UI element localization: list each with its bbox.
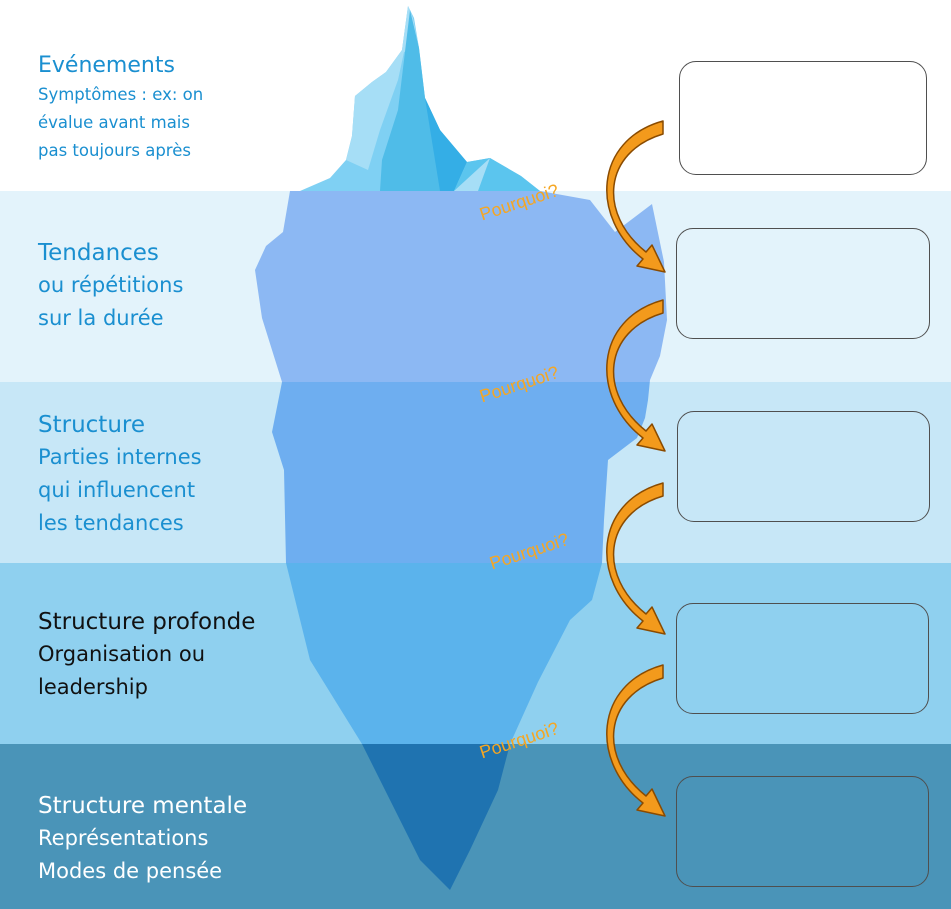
- level-title: Structure profonde: [38, 609, 256, 635]
- level-description-line: ou répétitions: [38, 273, 184, 297]
- curved-arrow-4: [606, 664, 666, 817]
- iceberg-body: [255, 191, 667, 890]
- level-description-line: pas toujours après: [38, 141, 191, 160]
- answer-box-structure[interactable]: [677, 411, 930, 522]
- level-description-line: Parties internes: [38, 445, 202, 469]
- level-description-line: sur la durée: [38, 306, 164, 330]
- arrows: [606, 120, 666, 817]
- level-title: Structure mentale: [38, 793, 248, 819]
- level-description-line: les tendances: [38, 511, 184, 535]
- level-description-line: évalue avant mais: [38, 113, 190, 132]
- level-structure: Structure Parties internes qui influence…: [38, 409, 202, 540]
- level-events: Evénements Symptômes : ex: on évalue ava…: [38, 51, 203, 165]
- level-description-line: Modes de pensée: [38, 859, 223, 883]
- answer-box-events[interactable]: [679, 61, 927, 175]
- level-trends: Tendances ou répétitions sur la durée: [38, 237, 183, 335]
- level-description: Symptômes : ex: on évalue avant mais pas…: [38, 81, 203, 165]
- level-description: Organisation ou leadership: [38, 638, 255, 704]
- answer-box-deep-structure[interactable]: [676, 603, 929, 714]
- level-title: Structure: [38, 412, 145, 438]
- level-description-line: Symptômes : ex: on: [38, 85, 204, 104]
- level-mental-structure: Structure mentale Représentations Modes …: [38, 790, 247, 888]
- level-title: Evénements: [38, 53, 175, 78]
- level-description: Parties internes qui influencent les ten…: [38, 441, 202, 540]
- level-description-line: Représentations: [38, 826, 209, 850]
- level-title: Tendances: [38, 240, 159, 266]
- curved-arrow-3: [606, 482, 666, 635]
- level-description: Représentations Modes de pensée: [38, 822, 247, 888]
- curved-arrow-2: [606, 299, 666, 452]
- level-description: ou répétitions sur la durée: [38, 269, 183, 335]
- curved-arrow-1: [606, 120, 666, 273]
- answer-box-mental-structure[interactable]: [676, 776, 929, 887]
- level-description-line: leadership: [38, 675, 148, 699]
- level-description-line: qui influencent: [38, 478, 196, 502]
- level-description-line: Organisation ou: [38, 642, 206, 666]
- answer-box-trends[interactable]: [676, 228, 930, 339]
- level-deep-structure: Structure profonde Organisation ou leade…: [38, 606, 255, 704]
- iceberg-tip: [300, 6, 540, 191]
